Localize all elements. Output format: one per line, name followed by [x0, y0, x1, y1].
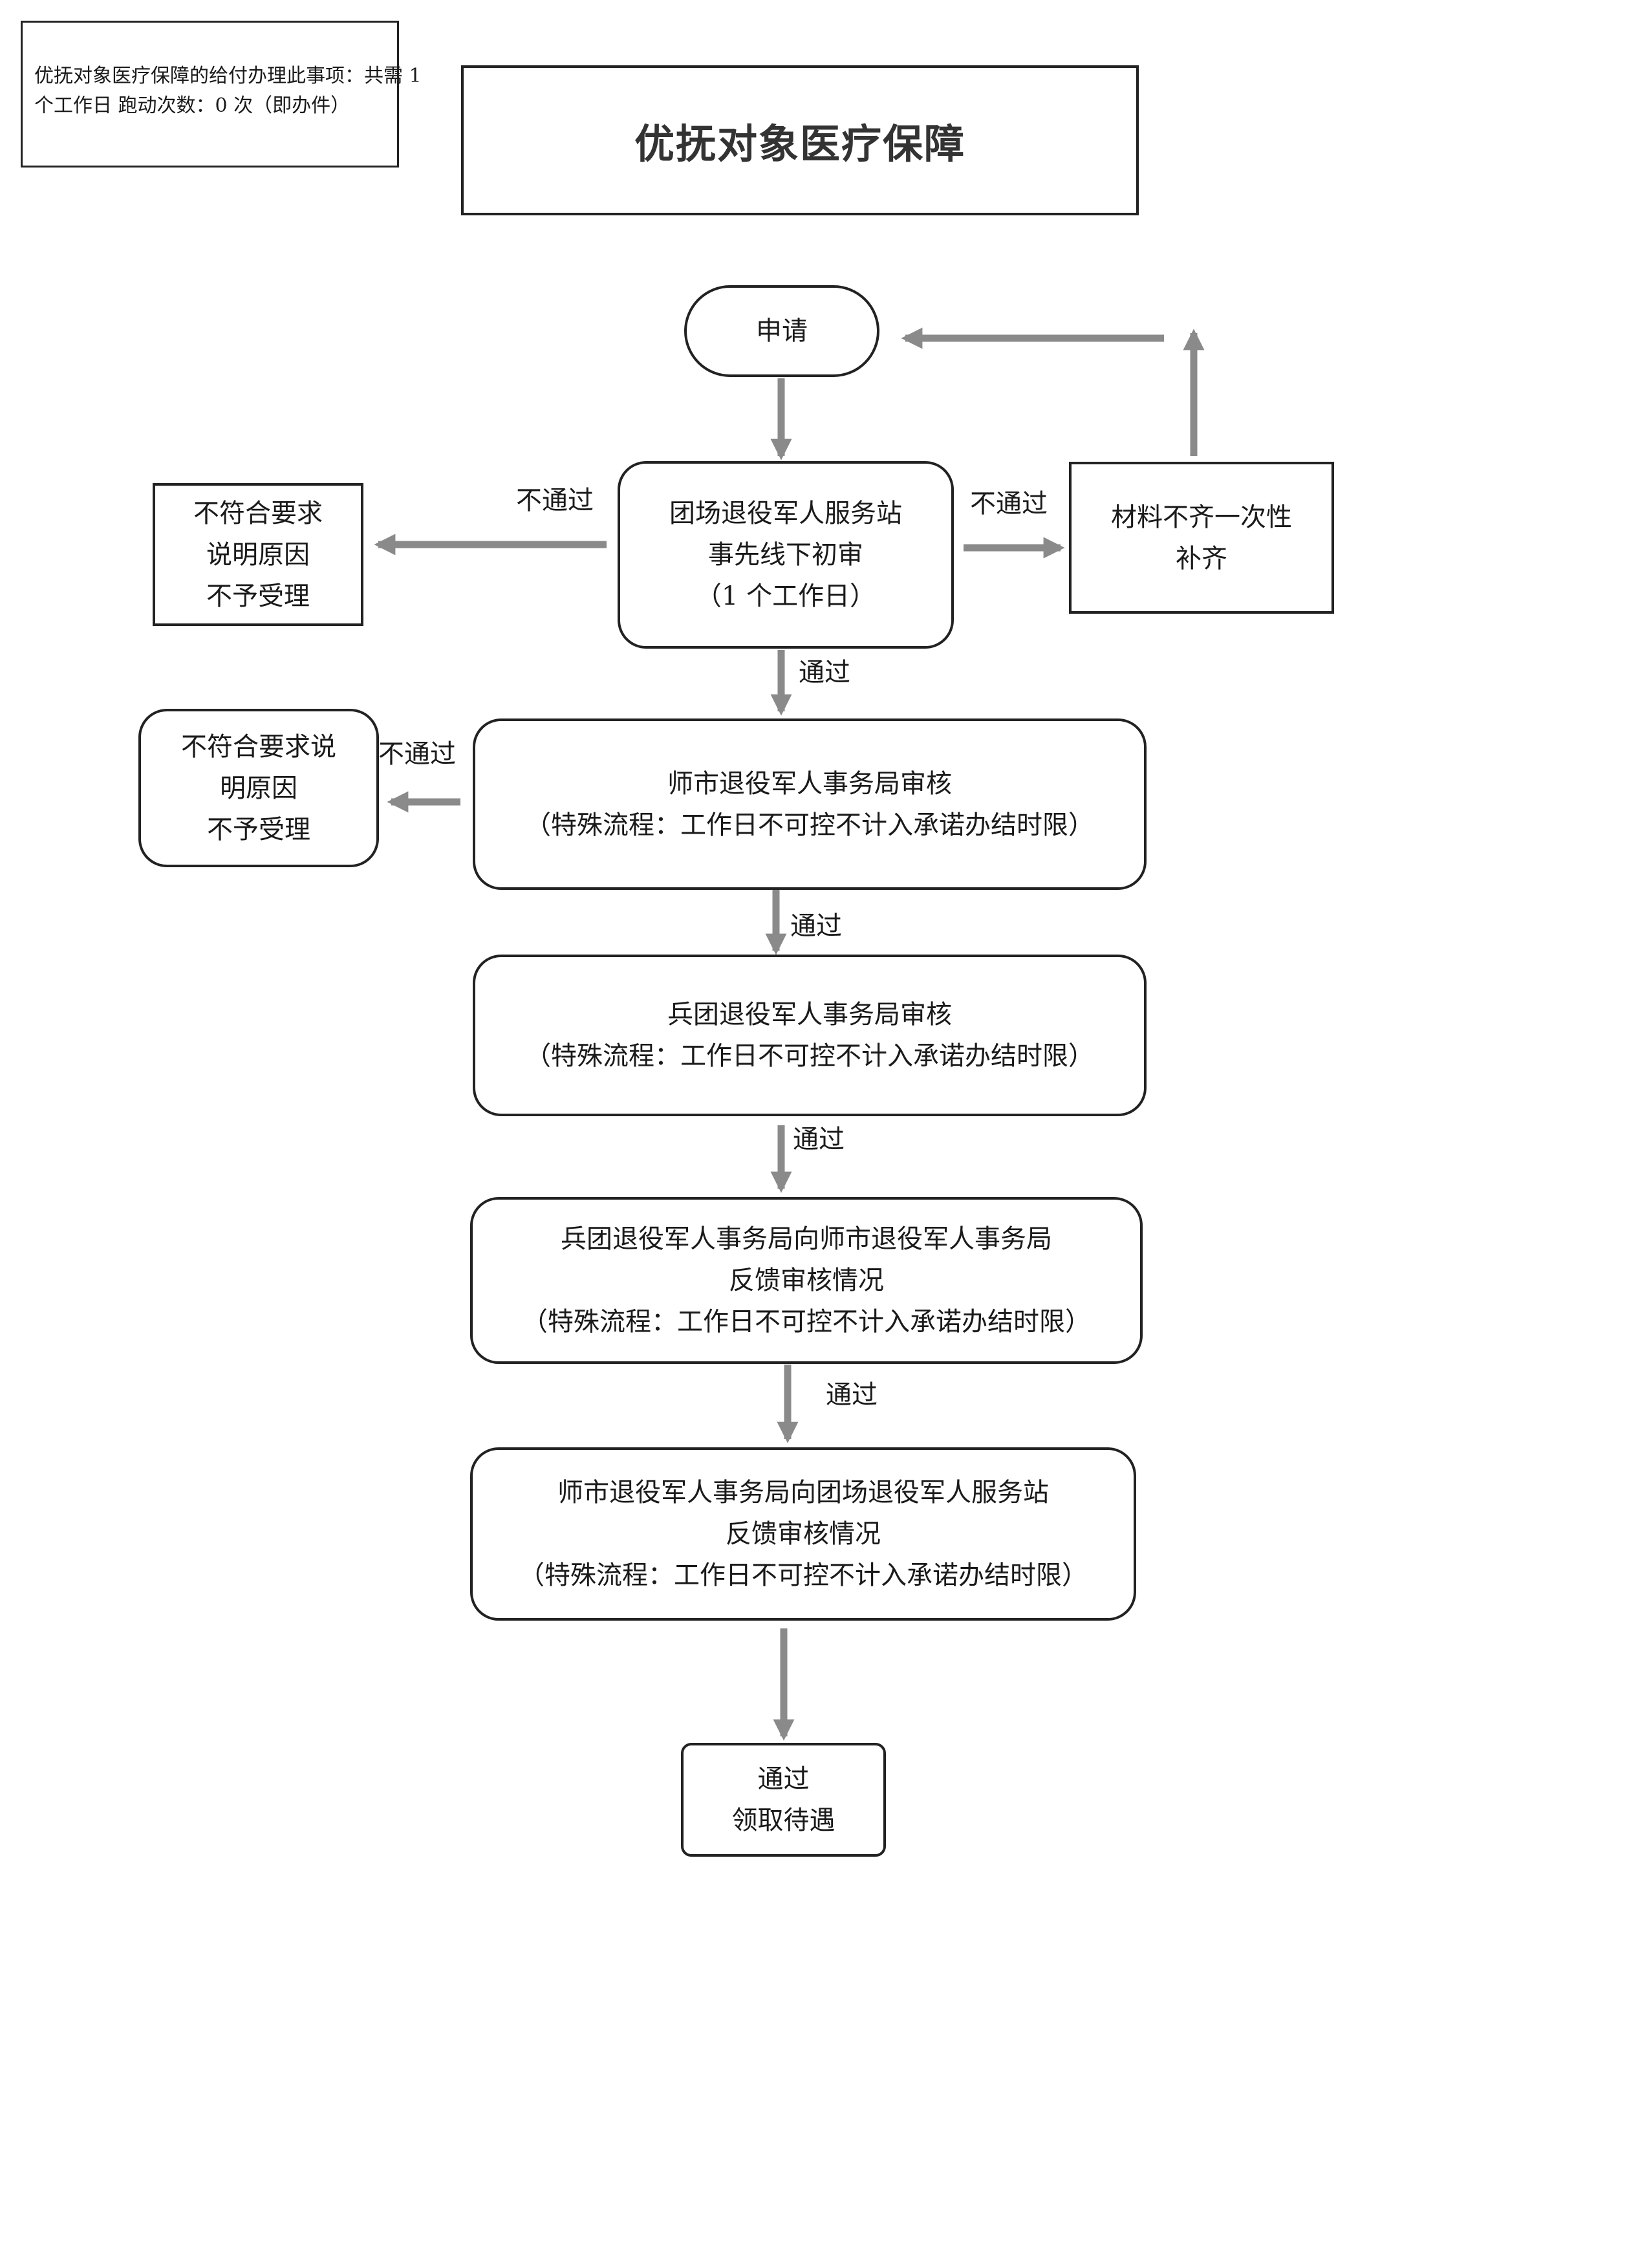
city-feedback-line-1: 师市退役军人事务局向团场退役军人服务站 — [557, 1478, 1049, 1507]
receive-node: 通过 领取待遇 — [681, 1743, 886, 1857]
apply-label: 申请 — [756, 316, 808, 346]
reject-2-line-1: 不符合要求说 — [181, 731, 336, 762]
reject-2-line-2: 明原因 — [220, 773, 297, 803]
supplement-line-2: 补齐 — [1176, 543, 1227, 574]
corps-feedback-line-1: 兵团退役军人事务局向师市退役军人事务局 — [561, 1224, 1052, 1254]
page-title: 优抚对象医疗保障 — [634, 120, 965, 167]
fail-label-left-1: 不通过 — [516, 486, 594, 515]
pass-label-4: 通过 — [826, 1380, 878, 1410]
corps-review-line-2: （特殊流程：工作日不可控不计入承诺办结时限） — [525, 1041, 1094, 1071]
supplement-node: 材料不齐一次性 补齐 — [1069, 462, 1334, 614]
city-review-line-2: （特殊流程：工作日不可控不计入承诺办结时限） — [525, 810, 1094, 840]
pass-label-3: 通过 — [793, 1125, 845, 1154]
city-review-line-1: 师市退役军人事务局审核 — [667, 768, 952, 799]
reject-1-line-2: 说明原因 — [206, 539, 310, 570]
initial-review-line-2: 事先线下初审 — [708, 540, 863, 570]
city-feedback-node: 师市退役军人事务局向团场退役军人服务站 反馈审核情况 （特殊流程：工作日不可控不… — [470, 1447, 1136, 1621]
corps-feedback-node: 兵团退役军人事务局向师市退役军人事务局 反馈审核情况 （特殊流程：工作日不可控不… — [470, 1197, 1143, 1364]
corps-feedback-line-2: 反馈审核情况 — [729, 1266, 884, 1295]
initial-review-line-1: 团场退役军人服务站 — [669, 499, 902, 528]
receive-line-2: 领取待遇 — [731, 1806, 835, 1835]
corps-review-node: 兵团退役军人事务局审核 （特殊流程：工作日不可控不计入承诺办结时限） — [473, 955, 1147, 1116]
note-line-2: 个工作日 跑动次数：0 次（即办件） — [34, 94, 350, 117]
apply-node: 申请 — [684, 285, 879, 377]
pass-label-1: 通过 — [799, 658, 850, 687]
corps-review-line-1: 兵团退役军人事务局审核 — [667, 1000, 952, 1030]
reject-1-line-1: 不符合要求 — [193, 498, 323, 528]
reject-1-line-3: 不予受理 — [206, 581, 310, 611]
supplement-line-1: 材料不齐一次性 — [1111, 502, 1292, 532]
note-line-1: 优抚对象医疗保障的给付办理此事项：共需 1 — [34, 65, 422, 87]
corps-feedback-line-3: （特殊流程：工作日不可控不计入承诺办结时限） — [522, 1307, 1091, 1337]
reject-2-line-3: 不予受理 — [207, 814, 310, 845]
initial-review-node: 团场退役军人服务站 事先线下初审 （1 个工作日） — [618, 461, 954, 649]
fail-label-left-2: 不通过 — [378, 739, 456, 769]
reject-node-1: 不符合要求 说明原因 不予受理 — [153, 483, 363, 626]
city-feedback-line-2: 反馈审核情况 — [726, 1519, 881, 1549]
processing-note: 优抚对象医疗保障的给付办理此事项：共需 1 个工作日 跑动次数：0 次（即办件） — [21, 21, 422, 167]
title-box: 优抚对象医疗保障 — [461, 65, 1139, 215]
city-review-node: 师市退役军人事务局审核 （特殊流程：工作日不可控不计入承诺办结时限） — [473, 718, 1147, 890]
initial-review-line-3: （1 个工作日） — [695, 581, 876, 611]
fail-label-right: 不通过 — [970, 489, 1048, 519]
pass-label-2: 通过 — [790, 911, 842, 941]
reject-node-2: 不符合要求说 明原因 不予受理 — [138, 709, 379, 867]
city-feedback-line-3: （特殊流程：工作日不可控不计入承诺办结时限） — [519, 1561, 1088, 1590]
receive-line-1: 通过 — [757, 1764, 810, 1794]
